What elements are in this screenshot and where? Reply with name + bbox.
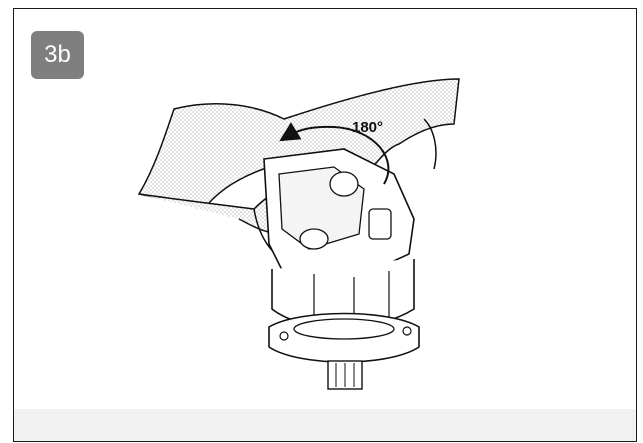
- rotation-angle-label: 180°: [352, 119, 383, 136]
- motor-rotation-illustration: 180°: [137, 78, 460, 390]
- step-card: 180° 3b: [13, 8, 637, 442]
- hand-icon: [137, 78, 460, 265]
- footer-band: [14, 409, 636, 441]
- step-badge: 3b: [31, 31, 84, 79]
- motor-assembly-icon: [263, 148, 420, 390]
- rotation-arrow-icon: [279, 122, 390, 185]
